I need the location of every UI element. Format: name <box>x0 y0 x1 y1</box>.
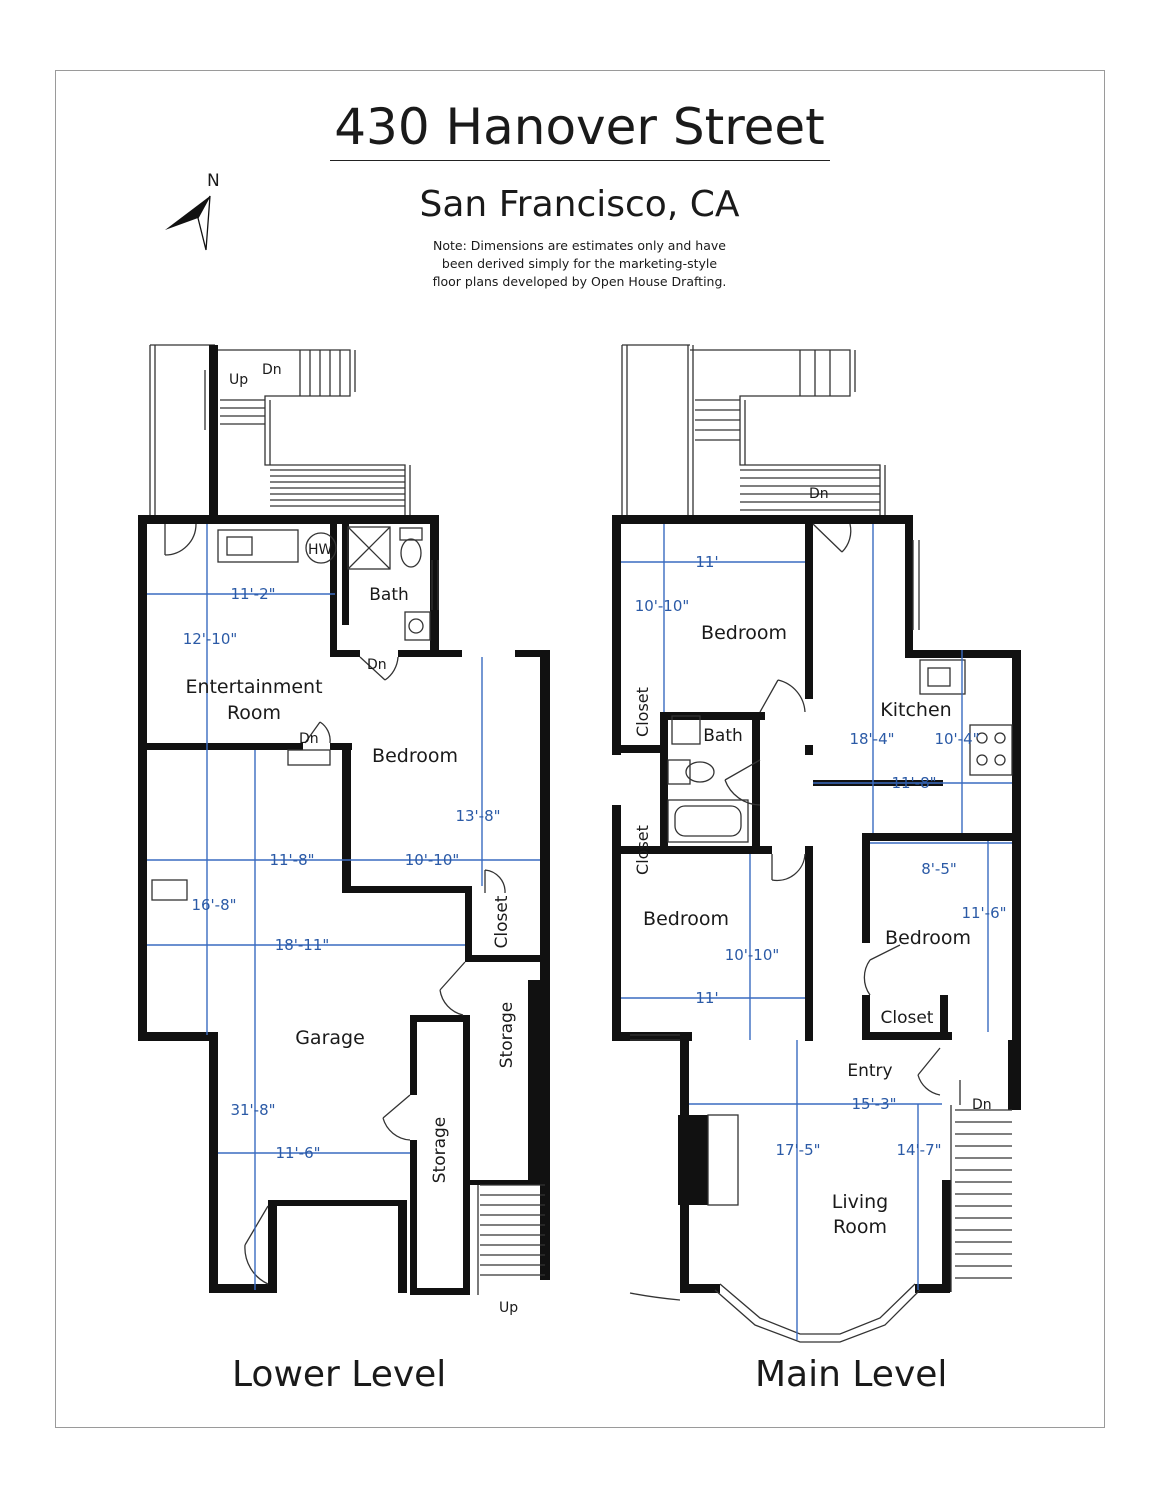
main-fixtures <box>629 540 1013 1343</box>
dim-living-width: 15'-3" <box>851 1095 896 1113</box>
lower-level-plan: HW <box>138 344 550 1316</box>
page-title: 430 Hanover Street <box>334 98 825 156</box>
dim-ent-width: 11'-2" <box>230 585 275 603</box>
lower-dimension-lines <box>147 524 540 1290</box>
main-level-plan: Bedroom Closet Bath Kitchen Closet Bedro… <box>612 344 1021 1343</box>
lower-bath-dn-label: Dn <box>367 657 387 673</box>
page-subtitle: San Francisco, CA <box>419 184 740 225</box>
main-bedroom-mid-label: Bedroom <box>643 908 729 930</box>
dim-garage-width-b: 18'-11" <box>275 936 330 954</box>
dim-kitchen-width-small: 10'-4" <box>934 730 979 748</box>
main-bedroom-right-label: Bedroom <box>885 927 971 949</box>
storage-label-a: Storage <box>497 1002 517 1069</box>
lower-fixtures: HW <box>151 526 439 901</box>
title-underline <box>330 160 830 161</box>
main-closet-right-label: Closet <box>881 1008 934 1028</box>
dim-bed-right-width: 8'-5" <box>921 860 957 878</box>
main-bath-label: Bath <box>703 726 743 746</box>
entry-label: Entry <box>847 1061 892 1081</box>
lower-walls <box>138 515 550 1295</box>
main-rear-stairs <box>621 344 886 515</box>
dim-ent-height: 12'-10" <box>183 630 238 648</box>
north-arrow-icon: N <box>165 171 220 251</box>
page-frame <box>55 70 1105 1428</box>
main-doors <box>630 523 961 1105</box>
main-bedroom-top-label: Bedroom <box>701 622 787 644</box>
main-walls <box>612 515 1021 1293</box>
compass-label: N <box>207 171 220 191</box>
entertainment-room-label-1: Entertainment <box>185 676 322 698</box>
dim-garage-height-a: 16'-8" <box>191 896 236 914</box>
lower-ent-dn-label: Dn <box>299 731 319 747</box>
dim-kitchen-width: 11'-8" <box>891 774 936 792</box>
lower-bath-label: Bath <box>369 585 409 605</box>
dim-lower-bed-width: 10'-10" <box>405 851 460 869</box>
dim-bed-right-height: 11'-6" <box>961 904 1006 922</box>
disclaimer-note: Note: Dimensions are estimates only and … <box>0 237 1159 291</box>
lower-stairs-up-label: Up <box>229 372 248 388</box>
note-line-2: been derived simply for the marketing-st… <box>441 256 718 271</box>
note-line-1: Note: Dimensions are estimates only and … <box>433 238 726 253</box>
main-stairs-dn-label: Dn <box>809 486 829 502</box>
lower-stairs-dn-label: Dn <box>262 362 282 378</box>
kitchen-label: Kitchen <box>880 699 951 721</box>
lower-level-label: Lower Level <box>232 1354 447 1395</box>
main-dimension-lines <box>621 524 1012 1340</box>
dim-kitchen-height: 18'-4" <box>849 730 894 748</box>
lower-rear-stairs <box>149 344 411 517</box>
storage-label-b: Storage <box>430 1117 450 1184</box>
dim-living-height-b: 14'-7" <box>896 1141 941 1159</box>
dim-bed-mid-height: 10'-10" <box>725 946 780 964</box>
dim-garage-width-top: 11'-8" <box>269 851 314 869</box>
main-closet-mid-label: Closet <box>633 825 652 875</box>
entertainment-room-label-2: Room <box>227 702 281 724</box>
living-room-label-1: Living <box>832 1191 889 1213</box>
dim-living-height-a: 17'-5" <box>775 1141 820 1159</box>
lower-doors <box>164 523 545 1295</box>
main-closet-top-label: Closet <box>633 687 652 737</box>
note-line-3: floor plans developed by Open House Draf… <box>432 274 727 289</box>
lower-closet-label: Closet <box>492 895 512 948</box>
living-room-label-2: Room <box>833 1216 887 1238</box>
lower-bedroom-label: Bedroom <box>372 745 458 767</box>
dim-bed-top-width: 11' <box>695 553 718 571</box>
main-level-label: Main Level <box>755 1354 948 1395</box>
main-stairs-dn-right-label: Dn <box>972 1097 992 1113</box>
dim-bed-mid-width: 11' <box>695 989 718 1007</box>
water-heater-label: HW <box>308 542 333 558</box>
lower-stairs-up-bottom-label: Up <box>499 1300 518 1316</box>
dim-garage-height-b: 31'-8" <box>230 1101 275 1119</box>
dim-lower-bed-height: 13'-8" <box>455 807 500 825</box>
garage-label: Garage <box>295 1027 365 1049</box>
dim-garage-width-c: 11'-6" <box>275 1144 320 1162</box>
dim-bed-top-height: 10'-10" <box>635 597 690 615</box>
